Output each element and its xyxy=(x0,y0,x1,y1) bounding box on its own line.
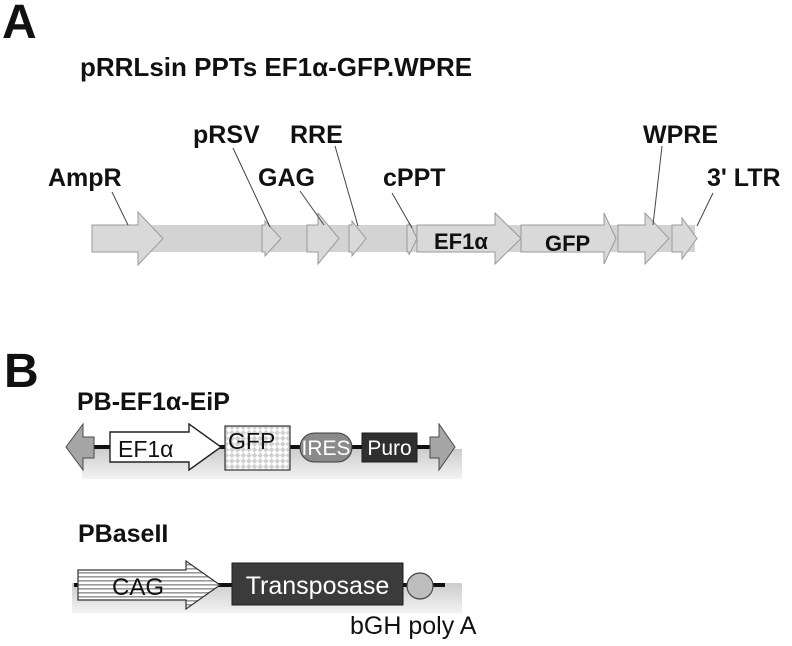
gfp-inline-label: GFP xyxy=(545,231,590,256)
construct1-ires-pill xyxy=(299,432,353,463)
construct1-ires-label: IRES xyxy=(301,437,350,460)
construct2-name: PBaseII xyxy=(78,520,168,548)
left-terminal-repeat-arrow xyxy=(65,422,95,472)
construct1-ef1a-label: EF1α xyxy=(118,436,173,462)
construct1-gfp-box xyxy=(224,425,291,471)
panel-a: A pRRLsin PPTs EF1α-GFP.WPRE EF1α GFP pR… xyxy=(2,0,781,267)
prsv-leader-line xyxy=(232,147,271,228)
construct2-transposase-box xyxy=(231,562,404,606)
rre-arrow xyxy=(348,219,367,258)
panel-b: B PB-EF1α-EiP EF1α GFP IRES Puro PBaseII… xyxy=(4,345,477,640)
construct-pb-ef1a-eip: PB-EF1α-EiP EF1α GFP IRES Puro xyxy=(65,388,462,479)
wpre-arrow xyxy=(617,211,670,266)
gag-arrow xyxy=(306,211,340,266)
panel-a-title: pRRLsin PPTs EF1α-GFP.WPRE xyxy=(80,52,472,82)
construct1-name: PB-EF1α-EiP xyxy=(77,388,230,416)
construct2-cag-promoter-arrow xyxy=(77,559,222,611)
ampr-label: AmpR xyxy=(48,164,122,192)
construct-pbaseii: PBaseII CAG Transposase bGH poly A xyxy=(72,520,477,640)
construct1-gfp-label: GFP xyxy=(228,428,275,454)
cppt-leader-line xyxy=(391,192,413,229)
right-terminal-repeat-arrow xyxy=(429,422,456,472)
construct2-polya-circle xyxy=(406,572,434,600)
panel-b-letter: B xyxy=(4,345,39,398)
construct1-puro-box xyxy=(361,432,418,463)
gag-label: GAG xyxy=(258,164,315,192)
wpre-label: WPRE xyxy=(643,121,718,149)
ltr3-leader-line xyxy=(696,192,714,227)
construct1-puro-label: Puro xyxy=(367,437,411,460)
ltr3-arrow xyxy=(671,216,698,261)
cppt-arrow xyxy=(406,221,418,256)
construct2-transposase-label: Transposase xyxy=(246,572,390,600)
gfp-arrow xyxy=(520,212,617,265)
wpre-leader-line xyxy=(652,145,663,226)
construct2-cag-label: CAG xyxy=(112,574,164,601)
construct1-ef1a-promoter-arrow xyxy=(109,422,223,472)
rre-leader-line xyxy=(334,145,359,227)
gag-leader-line xyxy=(299,190,325,226)
ltr3-label: 3' LTR xyxy=(707,164,781,192)
ampr-leader-line xyxy=(111,191,129,226)
cppt-label: cPPT xyxy=(383,164,446,192)
ef1a-inline-label: EF1α xyxy=(434,229,488,254)
ampr-arrow xyxy=(91,210,164,267)
rre-label: RRE xyxy=(290,121,343,149)
prsv-label: pRSV xyxy=(193,121,260,149)
panel-a-letter: A xyxy=(2,0,37,49)
ef1a-promoter-arrow xyxy=(416,211,522,266)
prsv-arrow xyxy=(261,219,282,258)
construct2-polya-label: bGH poly A xyxy=(350,612,477,640)
